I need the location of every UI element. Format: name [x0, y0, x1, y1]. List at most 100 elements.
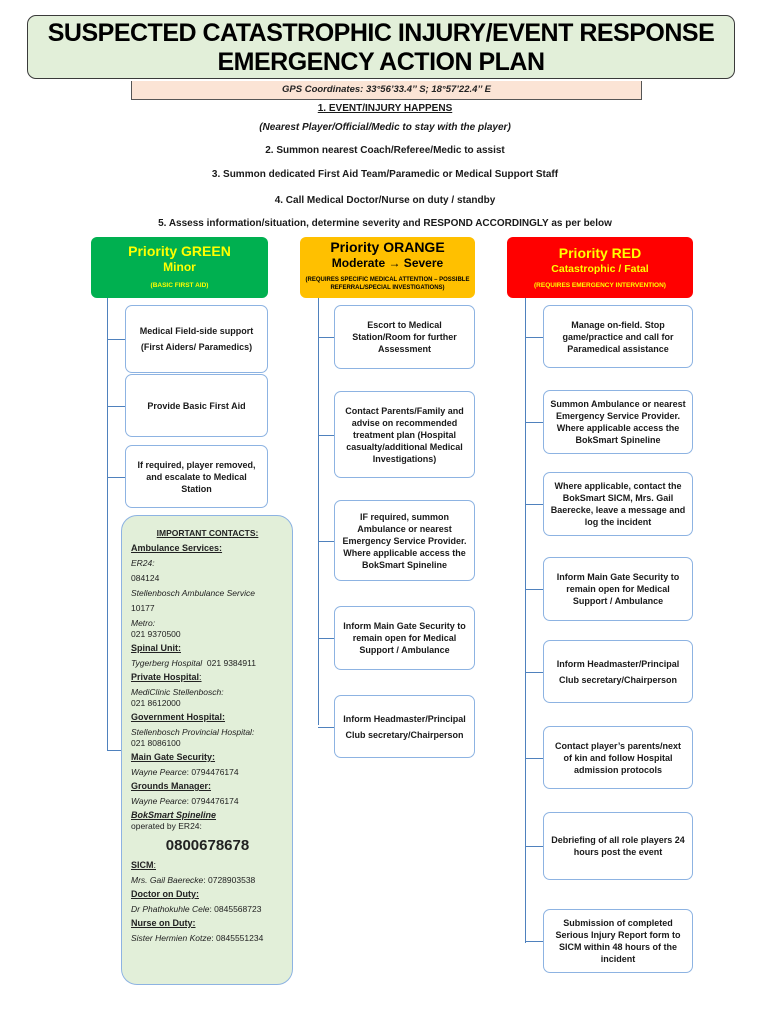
priority-orange-note: (REQUIRES SPECIFIC MEDICAL ATTENTION – P… [305, 277, 470, 291]
orange-connector-branch [318, 541, 334, 543]
red-action-text: Inform Main Gate Security to remain open… [556, 572, 680, 606]
red-action-step: Contact player’s parents/next of kin and… [543, 726, 693, 789]
government-hospital-heading: Government Hospital: [131, 712, 226, 722]
red-connector-branch [525, 504, 543, 506]
doctor-contact: Dr Phathokuhle Cele: 0845568723 [131, 904, 262, 914]
red-connector-branch [525, 672, 543, 674]
step-4: 4. Call Medical Doctor/Nurse on duty / s… [274, 195, 496, 206]
important-contacts-panel: IMPORTANT CONTACTS: Ambulance Services: … [121, 515, 293, 985]
orange-action-text: Inform Main Gate Security to remain open… [343, 621, 466, 655]
stellenbosch-ambulance-number: 10177 [131, 603, 155, 613]
sicm-heading: SICM: [131, 860, 157, 870]
metro-label: Metro: [131, 618, 156, 628]
priority-red-note: (REQUIRES EMERGENCY INTERVENTION) [534, 282, 666, 289]
red-action-text: Inform Headmaster/Principal [556, 658, 680, 669]
green-action-text: (First Aiders/ Paramedics) [140, 342, 253, 352]
priority-green-title: Priority GREEN [128, 243, 231, 259]
priority-green-note: (BASIC FIRST AID) [150, 282, 209, 289]
green-connector-branch [107, 339, 125, 341]
priority-green-header: Priority GREEN Minor (BASIC FIRST AID) [91, 237, 268, 298]
government-hospital-number: 021 8086100 [131, 738, 181, 748]
grounds-manager-contact: Wayne Pearce: 0794476174 [131, 796, 239, 806]
grounds-manager-heading: Grounds Manager: [131, 781, 212, 791]
spinal-unit-contact: Tygerberg Hospital 021 9384911 [131, 658, 256, 668]
orange-action-text: Escort to Medical Station/Room for furth… [352, 320, 457, 354]
red-action-step: Inform Main Gate Security to remain open… [543, 557, 693, 621]
step-5: 5. Assess information/situation, determi… [158, 218, 612, 229]
ambulance-heading: Ambulance Services: [131, 543, 223, 553]
priority-red-header: Priority RED Catastrophic / Fatal (REQUI… [507, 237, 693, 298]
orange-action-text: Contact Parents/Family and advise on rec… [345, 405, 464, 464]
step-1-note: (Nearest Player/Official/Medic to stay w… [259, 122, 511, 133]
title-line-2: EMERGENCY ACTION PLAN [217, 48, 545, 76]
red-action-text: Submission of completed Serious Injury R… [555, 918, 681, 964]
green-action-text: Medical Field-side support [139, 326, 254, 336]
nurse-contact: Sister Hermien Kotze: 0845551234 [131, 933, 264, 943]
red-action-step: Debriefing of all role players 24 hours … [543, 812, 693, 880]
priority-red-level: Catastrophic / Fatal [551, 263, 649, 275]
priority-green-level: Minor [163, 260, 196, 274]
orange-connector-line [318, 298, 320, 725]
orange-connector-branch [318, 638, 334, 640]
orange-action-text: Inform Headmaster/Principal [343, 713, 466, 724]
spinal-unit-heading: Spinal Unit: [131, 643, 181, 653]
er24-label: ER24: [131, 558, 155, 568]
red-action-step: Manage on-field. Stop game/practice and … [543, 305, 693, 368]
red-action-text: Where applicable, contact the BokSmart S… [550, 481, 686, 527]
step-1: 1. EVENT/INJURY HAPPENS [317, 103, 453, 114]
orange-connector-branch [318, 435, 334, 437]
green-connector-branch [107, 477, 125, 479]
orange-connector-branch [318, 337, 334, 339]
orange-action-step: Inform Main Gate Security to remain open… [334, 606, 475, 670]
orange-action-text: IF required, summon Ambulance or nearest… [342, 511, 467, 570]
green-connector-branch [107, 406, 125, 408]
spineline-operator: operated by ER24: [131, 821, 202, 831]
red-connector-branch [525, 422, 543, 424]
orange-action-step: Escort to Medical Station/Room for furth… [334, 305, 475, 369]
spineline-number: 0800678678 [165, 837, 250, 854]
red-action-text: Club secretary/Chairperson [558, 674, 678, 685]
red-action-text: Manage on-field. Stop game/practice and … [562, 319, 674, 354]
green-action-text: If required, player removed, and escalat… [137, 459, 256, 494]
red-connector-line [525, 298, 527, 943]
red-connector-branch [525, 758, 543, 760]
main-gate-contact: Wayne Pearce: 0794476174 [131, 767, 239, 777]
green-connector-line [107, 298, 109, 750]
orange-connector-branch [318, 727, 334, 729]
red-action-step: Submission of completed Serious Injury R… [543, 909, 693, 973]
red-connector-branch [525, 846, 543, 848]
spineline-heading: BokSmart Spineline [131, 810, 217, 820]
orange-action-step: IF required, summon Ambulance or nearest… [334, 500, 475, 581]
priority-orange-level: Moderate → Severe [331, 256, 444, 270]
green-action-step: If required, player removed, and escalat… [125, 445, 268, 508]
contacts-heading: IMPORTANT CONTACTS: [156, 528, 259, 538]
red-action-step: Summon Ambulance or nearest Emergency Se… [543, 390, 693, 454]
gps-coordinates: GPS Coordinates: 33°56’33.4’’ S; 18°57’2… [131, 81, 642, 100]
green-action-text: Provide Basic First Aid [147, 400, 246, 411]
metro-number: 021 9370500 [131, 629, 181, 639]
red-action-text: Contact player’s parents/next of kin and… [554, 740, 682, 775]
doctor-heading: Doctor on Duty: [131, 889, 199, 899]
priority-red-title: Priority RED [558, 245, 642, 261]
step-3: 3. Summon dedicated First Aid Team/Param… [211, 169, 559, 180]
priority-orange-title: Priority ORANGE [330, 239, 445, 255]
er24-number: 084124 [131, 573, 160, 583]
private-hospital-name: MediClinic Stellenbosch: [131, 687, 224, 697]
nurse-heading: Nurse on Duty: [131, 918, 196, 928]
red-connector-branch [525, 337, 543, 339]
priority-orange-header: Priority ORANGE Moderate → Severe (REQUI… [300, 237, 475, 298]
red-connector-branch [525, 941, 543, 943]
title-banner: SUSPECTED CATASTROPHIC INJURY/EVENT RESP… [27, 15, 735, 79]
private-hospital-heading: Private Hospital: [131, 672, 202, 682]
orange-action-text: Club secretary/Chairperson [345, 729, 464, 740]
red-action-text: Debriefing of all role players 24 hours … [551, 835, 685, 857]
red-action-text: Summon Ambulance or nearest Emergency Se… [550, 399, 686, 445]
title-line-1: SUSPECTED CATASTROPHIC INJURY/EVENT RESP… [47, 19, 715, 47]
sicm-contact: Mrs. Gail Baerecke: 0728903538 [131, 875, 256, 885]
stellenbosch-ambulance-label: Stellenbosch Ambulance Service [131, 588, 255, 598]
step-2: 2. Summon nearest Coach/Referee/Medic to… [265, 145, 505, 156]
main-gate-heading: Main Gate Security: [131, 752, 216, 762]
red-action-step: Where applicable, contact the BokSmart S… [543, 472, 693, 536]
